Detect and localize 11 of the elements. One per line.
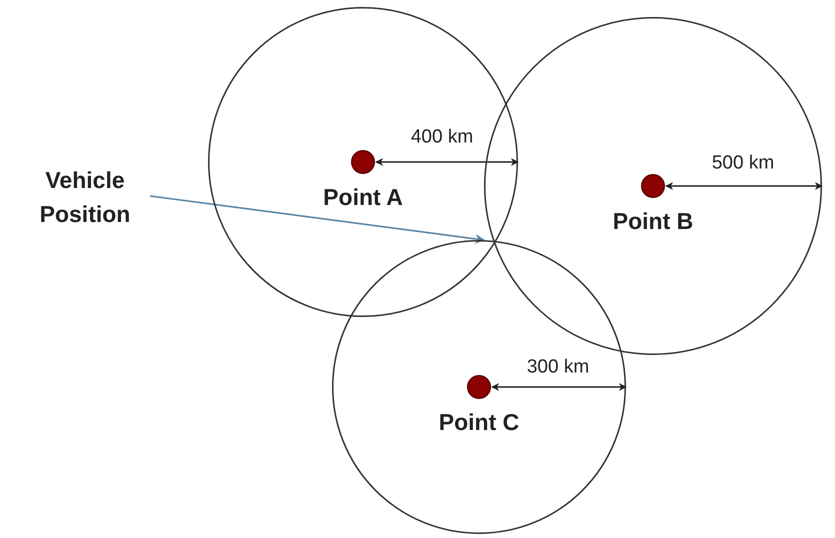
range-circle (484, 17, 822, 355)
distance-label: 500 km (712, 154, 774, 172)
point-label: Point B (612, 210, 694, 233)
distance-label: 300 km (526, 358, 590, 376)
distance-label: 400 km (410, 128, 474, 146)
range-circle (332, 240, 626, 534)
leader-line (150, 195, 486, 244)
point-label: Point A (323, 186, 403, 209)
point-label: Point C (438, 411, 520, 434)
range-circle (208, 7, 518, 317)
callout-text: Vehicle Position (38, 166, 132, 229)
